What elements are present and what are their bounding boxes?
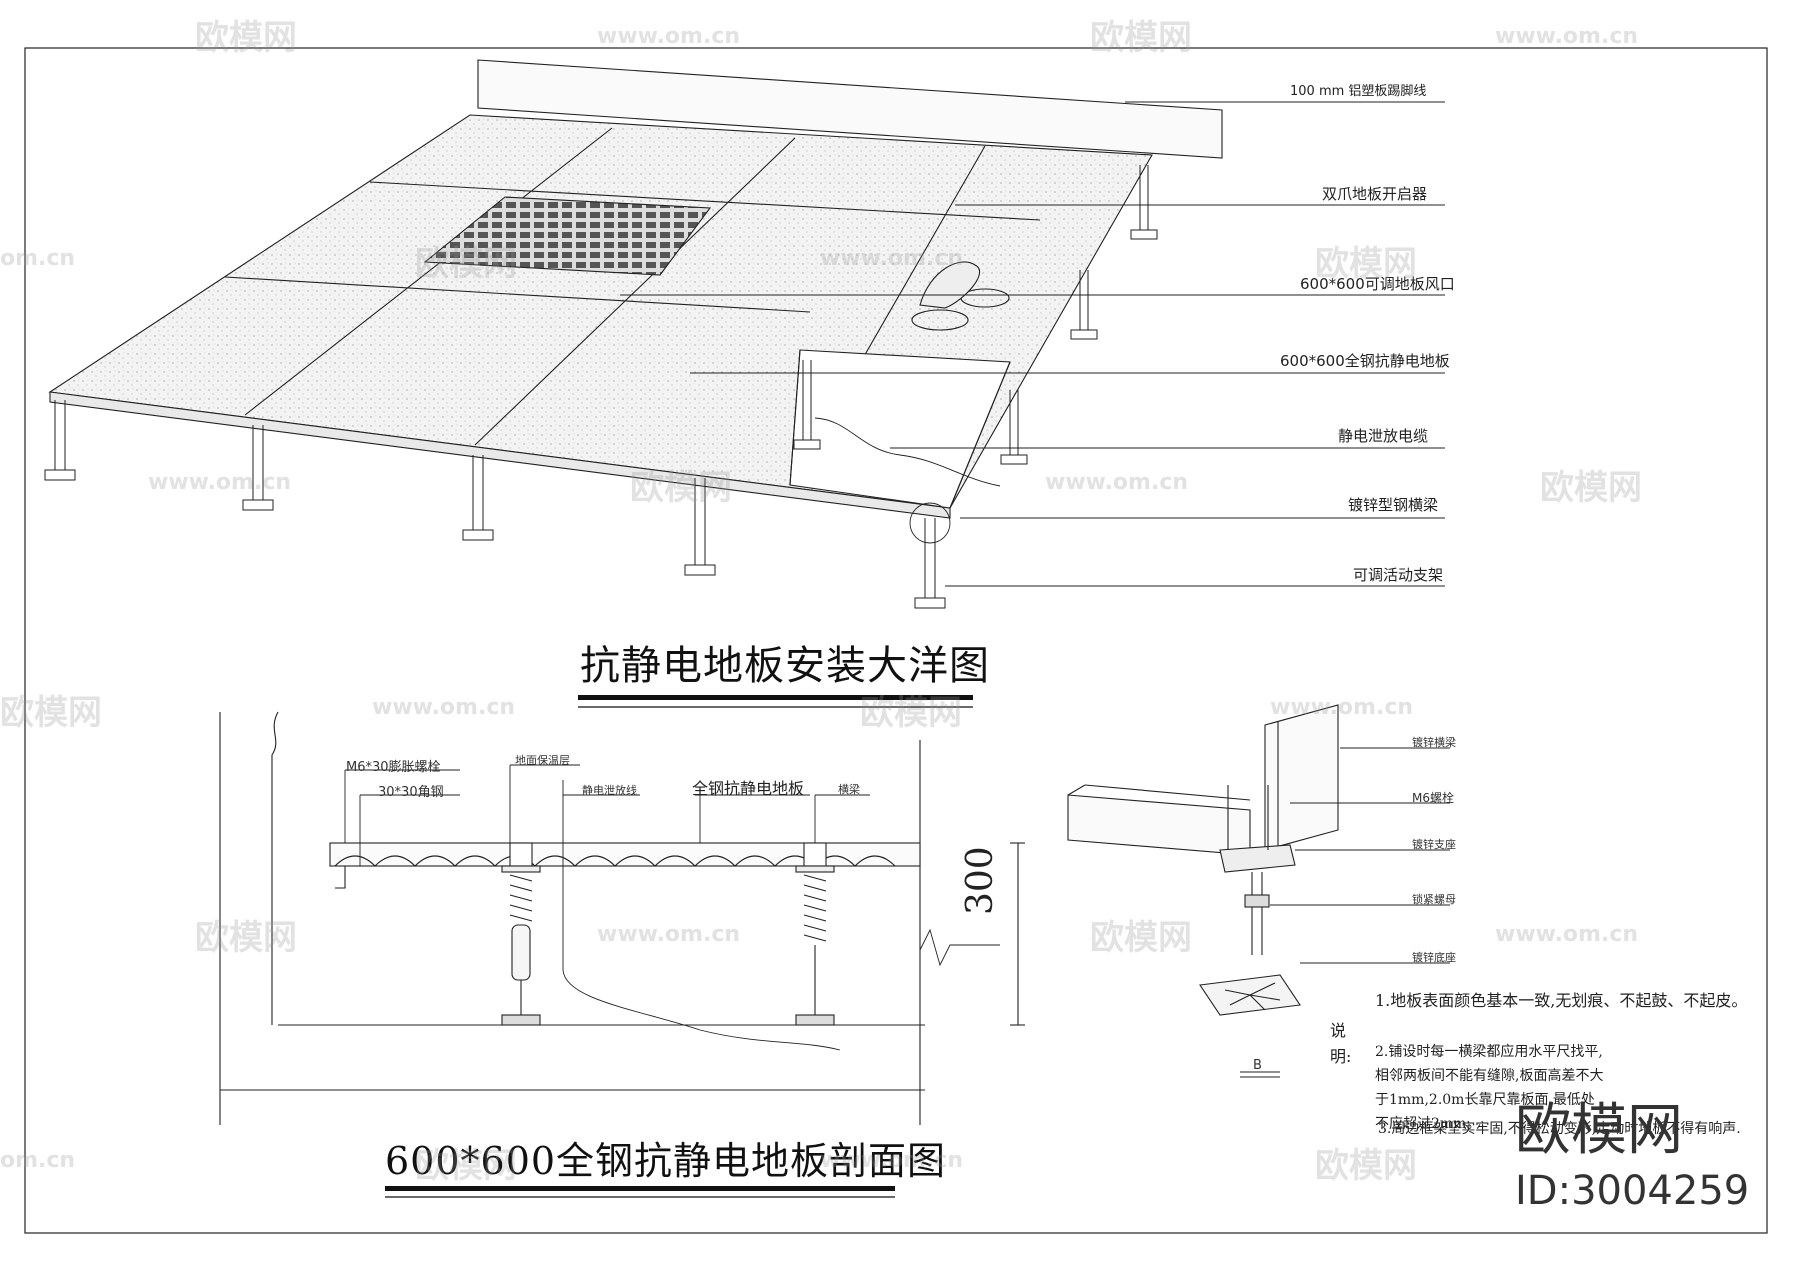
- static-cable: [814, 417, 1001, 487]
- vent-grille: [423, 196, 712, 276]
- detail-label-bolt: M6螺栓: [1412, 791, 1454, 805]
- section-label-insulation: 地面保温层: [515, 754, 570, 767]
- watermark-logo: 欧模网: [195, 918, 297, 958]
- watermark-logo: 欧模网: [860, 693, 962, 733]
- section-label-cable: 静电泄放线: [582, 784, 637, 797]
- watermark-url: www.om.cn: [1270, 695, 1414, 720]
- section-cable: [562, 780, 841, 1051]
- detail-label-beam: 镀锌横梁: [1412, 736, 1456, 749]
- watermark-url: om.cn: [0, 1148, 76, 1173]
- section-view: [219, 711, 1025, 1125]
- watermark-url: www.om.cn: [148, 470, 292, 495]
- watermark-logo: 欧模网: [195, 18, 297, 58]
- detail-label-support: 镀锌支座: [1412, 838, 1456, 851]
- watermark-logo: 欧模网: [1540, 468, 1642, 508]
- callout-opener: 双爪地板开启器: [1322, 185, 1428, 203]
- floor-slab: [48, 114, 1153, 509]
- title-section-underline: [385, 1186, 895, 1198]
- callout-cable: 静电泄放电缆: [1338, 427, 1429, 445]
- brand-name: 欧模网: [1515, 1098, 1683, 1163]
- brand-logo: [1510, 1085, 1755, 1225]
- pedestals-front: [44, 400, 946, 609]
- watermark-url: www.om.cn: [820, 246, 964, 271]
- callout-pedestal: 可调活动支架: [1353, 566, 1444, 584]
- drawing-frame: [24, 47, 1768, 1234]
- detail-label-base: 镀锌底座: [1412, 951, 1456, 964]
- title-top: 抗静电地板安装大洋图: [580, 643, 990, 689]
- notes-item-3: 3.周边框架坚实牢固,不得松动变形,走动时地板不得有响声.: [1378, 1121, 1741, 1137]
- callout-vent: 600*600可调地板风口: [1300, 275, 1455, 293]
- watermark-logo: 欧模网: [1315, 244, 1417, 284]
- section-dimension: 300: [960, 846, 1001, 915]
- notes-heading: 说明:: [1330, 1021, 1352, 1066]
- callout-skirting: 100 mm 铝塑板踢脚线: [1290, 84, 1427, 99]
- watermark-url: www.om.cn: [1045, 470, 1189, 495]
- detail-label-nut: 锁紧螺母: [1412, 893, 1456, 906]
- watermark-url: www.om.cn: [820, 1148, 964, 1173]
- watermark-url: www.om.cn: [1495, 922, 1639, 947]
- title-section: 600*600全钢抗静电地板剖面图: [385, 1139, 947, 1183]
- watermark-url: www.om.cn: [1495, 24, 1639, 49]
- section-label-panel: 全钢抗静电地板: [692, 779, 805, 798]
- watermark-url: www.om.cn: [372, 695, 516, 720]
- notes-item-1: 1.地板表面颜色基本一致,无划痕、不起鼓、不起皮。: [1375, 991, 1748, 1010]
- callout-panel: 600*600全钢抗静电地板: [1280, 352, 1450, 370]
- section-callout-leaders: [344, 764, 870, 866]
- floor-opener: [911, 261, 1010, 331]
- axonometric-view: [44, 59, 1223, 609]
- watermark-logo: 欧模网: [415, 1146, 517, 1186]
- brand-id: ID:3004259: [1515, 1168, 1750, 1214]
- watermark-logo: 欧模网: [1090, 918, 1192, 958]
- title-top-underline: [578, 695, 973, 708]
- detail-tag: B: [1253, 1058, 1262, 1073]
- notes-item-2: 2.铺设时每一横梁都应用水平尺找平,相邻两板间不能有缝隙,板面高差不大于1mm,…: [1375, 1044, 1604, 1132]
- watermark-logo: 欧模网: [1090, 18, 1192, 58]
- section-label-bolt: M6*30膨胀螺栓: [346, 760, 441, 775]
- section-label-angle: 30*30角钢: [378, 785, 444, 800]
- section-panel: [329, 842, 921, 867]
- watermark-url: www.om.cn: [597, 922, 741, 947]
- watermark-logo: 欧模网: [0, 693, 102, 733]
- watermark-url: om.cn: [0, 246, 76, 271]
- callout-beam: 镀锌型钢横梁: [1348, 496, 1439, 514]
- watermark-logo: 欧模网: [1315, 1146, 1417, 1186]
- section-label-beam: 横梁: [838, 783, 860, 796]
- detail-b-view: [1067, 704, 1339, 1016]
- skirting-board: [477, 59, 1223, 159]
- top-callout-leaders: [620, 101, 1445, 587]
- detail-callout-leaders: [1240, 747, 1450, 1078]
- watermark-url: www.om.cn: [597, 24, 741, 49]
- watermark-logo: 欧模网: [630, 468, 732, 508]
- watermark-logo: 欧模网: [415, 244, 517, 284]
